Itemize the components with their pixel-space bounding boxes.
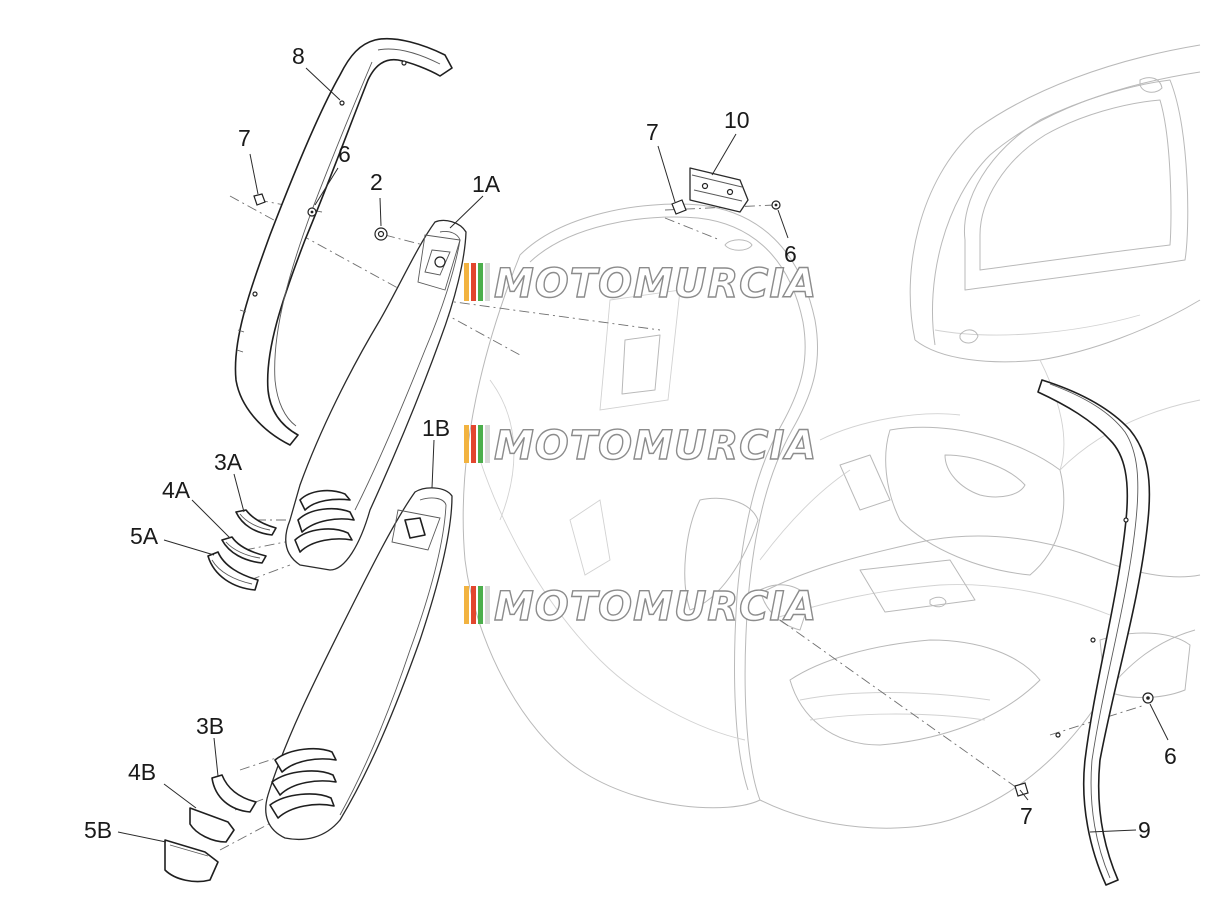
watermark-stripe bbox=[485, 425, 490, 463]
callout-5A: 5A bbox=[130, 523, 159, 549]
part-3B-insert bbox=[211, 774, 257, 813]
watermark-stripe bbox=[471, 263, 476, 301]
leader-lines bbox=[117, 67, 1169, 843]
callout-4B: 4B bbox=[128, 759, 156, 785]
watermark-stripe bbox=[464, 263, 469, 301]
watermark-1: MOTOMURCIA bbox=[464, 260, 817, 308]
callout-6-top: 6 bbox=[784, 241, 797, 267]
fastener-7-clip-top bbox=[671, 199, 687, 215]
callout-labels: 8 7 6 2 1A 1B 3A 4A 5A 3B 4B 5B 7 10 6 6… bbox=[84, 43, 1177, 843]
fastener-6-screw-left bbox=[307, 207, 317, 217]
part-9-trim-strip bbox=[1037, 379, 1151, 886]
fastener-6-screw-top bbox=[771, 200, 781, 210]
part-3A-insert bbox=[235, 509, 277, 536]
callout-1A: 1A bbox=[472, 171, 501, 197]
part-1B-cover bbox=[265, 487, 453, 841]
watermark-stripe bbox=[471, 425, 476, 463]
part-5A-insert bbox=[207, 551, 259, 591]
callout-3B: 3B bbox=[196, 713, 224, 739]
fastener-2-nut bbox=[374, 227, 388, 241]
callout-5B: 5B bbox=[84, 817, 112, 843]
watermark-stripe bbox=[485, 586, 490, 624]
watermark-stripe bbox=[464, 425, 469, 463]
callout-4A: 4A bbox=[162, 477, 191, 503]
callout-10: 10 bbox=[724, 107, 750, 133]
callout-1B: 1B bbox=[422, 415, 450, 441]
fastener-7-clip-bottom bbox=[1014, 782, 1029, 797]
part-4B-insert bbox=[189, 807, 235, 843]
part-4A-insert bbox=[221, 536, 267, 564]
watermark-stripe bbox=[471, 586, 476, 624]
callout-6-left: 6 bbox=[338, 141, 351, 167]
watermark-stripe bbox=[478, 425, 483, 463]
watermark-3: MOTOMURCIA bbox=[464, 583, 817, 631]
callout-7-top: 7 bbox=[646, 119, 659, 145]
callout-7-bottom: 7 bbox=[1020, 803, 1033, 829]
callout-7-left: 7 bbox=[238, 125, 251, 151]
watermark-text: MOTOMURCIA bbox=[494, 423, 817, 469]
callout-2: 2 bbox=[370, 169, 383, 195]
watermark-text: MOTOMURCIA bbox=[494, 261, 817, 307]
watermark-stripe bbox=[485, 263, 490, 301]
watermark-stripe bbox=[478, 586, 483, 624]
watermark-stripe bbox=[464, 586, 469, 624]
watermark-stripe bbox=[478, 263, 483, 301]
part-10-bracket bbox=[689, 167, 749, 213]
part-8-trim-strip bbox=[234, 37, 453, 446]
callout-9: 9 bbox=[1138, 817, 1151, 843]
watermark-text: MOTOMURCIA bbox=[494, 584, 817, 630]
part-5B-insert bbox=[164, 839, 219, 883]
part-1A-cover bbox=[285, 219, 467, 571]
fastener-6-screw-right bbox=[1142, 692, 1154, 704]
scooter-body-outline bbox=[462, 44, 1201, 829]
watermark-2: MOTOMURCIA bbox=[464, 422, 817, 470]
callout-6-right: 6 bbox=[1164, 743, 1177, 769]
callout-8: 8 bbox=[292, 43, 305, 69]
callout-3A: 3A bbox=[214, 449, 243, 475]
fastener-7-clip-left bbox=[253, 193, 266, 206]
